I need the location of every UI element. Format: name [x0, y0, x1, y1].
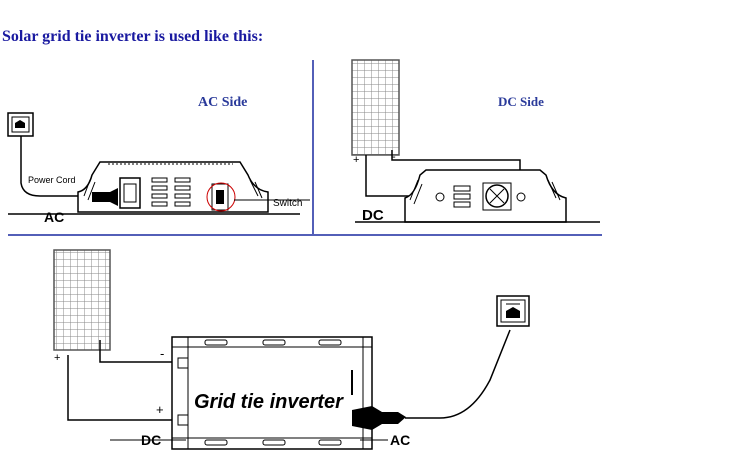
dc-side-panel: DC Side + - DC [351, 59, 600, 224]
ac-label: AC [44, 209, 64, 225]
main-minus-label: - [160, 346, 164, 361]
main-wire-minus [99, 340, 185, 363]
main-plus-label: + [156, 402, 164, 417]
main-diagram: + - + Grid tie inverter [53, 249, 530, 450]
dc-plus-label: + [353, 154, 359, 166]
power-cord-line [20, 136, 95, 197]
main-solar-panel-icon [53, 249, 111, 351]
page-title: Solar grid tie inverter is used like thi… [2, 28, 264, 45]
wall-outlet-icon [7, 112, 34, 137]
main-dc-label: DC [141, 432, 161, 448]
main-wall-outlet-icon [496, 295, 530, 327]
dc-inverter-body [404, 169, 567, 223]
main-ac-label: AC [390, 432, 410, 448]
ac-side-heading: AC Side [198, 95, 247, 110]
dc-side-heading: DC Side [498, 94, 544, 109]
main-ac-cable [405, 329, 511, 419]
main-inverter-body [171, 336, 373, 450]
ac-inverter-body [77, 161, 269, 213]
solar-panel-icon [351, 59, 400, 156]
switch-highlight [206, 182, 236, 212]
main-wire-plus [67, 355, 185, 421]
dc-label: DC [362, 207, 384, 224]
switch-label: Switch [273, 198, 302, 209]
ac-side-panel: AC Side Power Cord [7, 95, 310, 225]
main-ac-plug-icon [352, 406, 406, 430]
ac-plug-icon [92, 188, 118, 206]
dc-minus-label: - [392, 151, 396, 163]
power-cord-label: Power Cord [28, 175, 76, 185]
device-label: Grid tie inverter [194, 391, 344, 413]
main-plus-label-top: + [54, 352, 60, 364]
